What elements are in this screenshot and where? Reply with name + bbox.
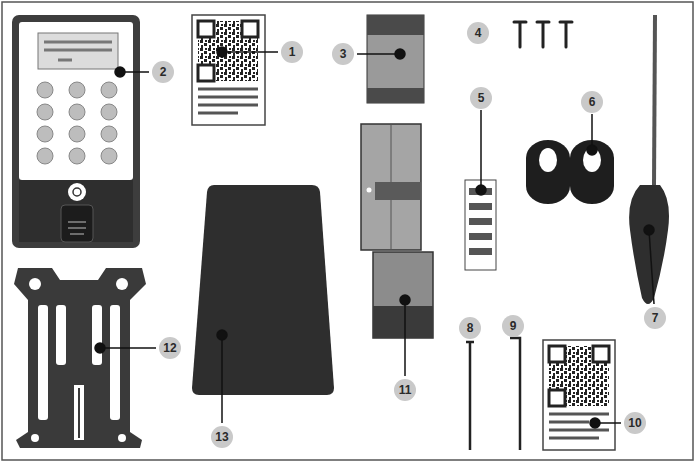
key-button [101, 104, 117, 120]
block-part [367, 15, 424, 103]
stripe [469, 233, 492, 240]
sticker-strip [465, 180, 496, 270]
callout-number: 6 [581, 91, 603, 113]
callout-number: 11 [394, 379, 416, 401]
key-button [69, 126, 85, 142]
qr-document [192, 15, 265, 125]
callout-number: 2 [152, 61, 174, 83]
callout-number: 4 [467, 22, 489, 44]
stripe [469, 248, 492, 255]
callout-number: 10 [624, 412, 646, 434]
lock-cylinder [361, 124, 433, 338]
screws [514, 22, 572, 47]
key-button [101, 148, 117, 164]
keypad [12, 15, 140, 248]
callout-number: 13 [211, 426, 233, 448]
qr-document [543, 340, 615, 450]
wedge-part [192, 185, 334, 395]
stripe [469, 218, 492, 225]
callout-number: 1 [281, 41, 303, 63]
key-button [37, 126, 53, 142]
callout-number: 8 [459, 317, 481, 339]
key-button [69, 82, 85, 98]
screwdriver [629, 15, 669, 304]
callout-number: 9 [502, 315, 524, 337]
callout-number: 12 [159, 337, 181, 359]
key-button [101, 126, 117, 142]
stripe [469, 203, 492, 210]
key-button [37, 148, 53, 164]
callout-number: 7 [644, 307, 666, 329]
pads [526, 140, 614, 204]
key-button [37, 104, 53, 120]
leader-lines [95, 47, 654, 428]
callout-number: 5 [470, 87, 492, 109]
key-button [69, 148, 85, 164]
key-button [69, 104, 85, 120]
mounting-plate [14, 268, 146, 448]
key-button [37, 82, 53, 98]
key-button [101, 82, 117, 98]
pins [466, 338, 520, 450]
callout-number: 3 [332, 43, 354, 65]
